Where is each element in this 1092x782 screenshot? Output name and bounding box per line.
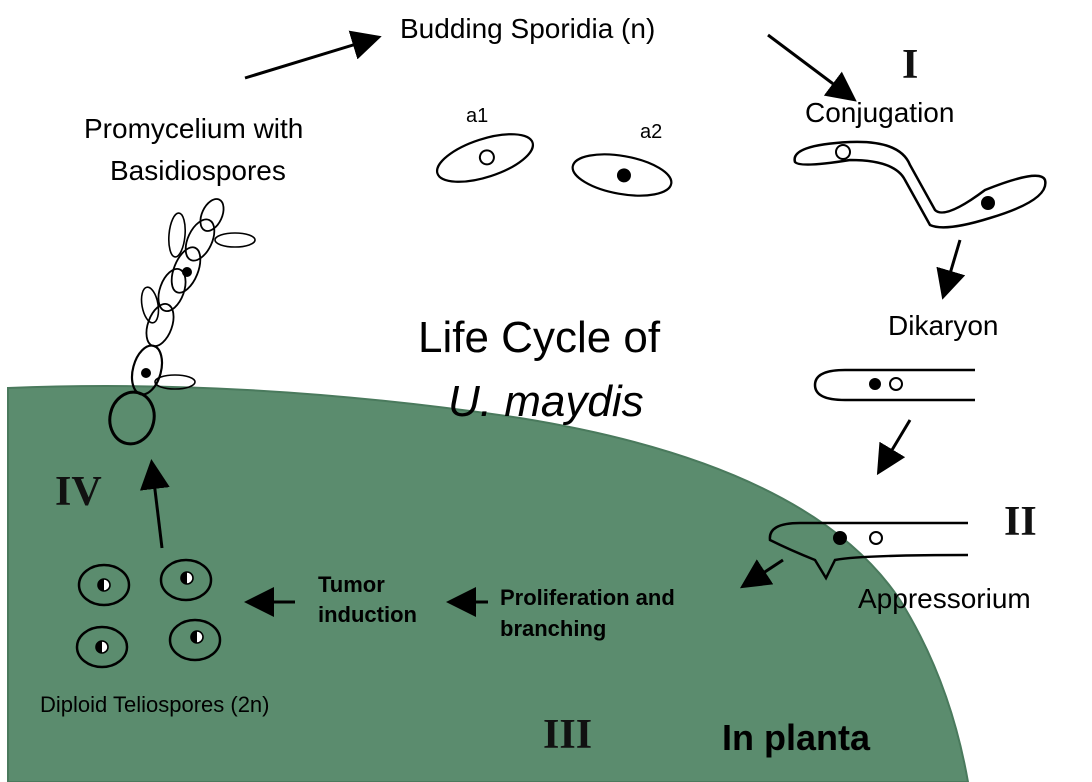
promycelium-label-line1: Promycelium with	[84, 113, 303, 144]
tumor-label-line1: Tumor	[318, 572, 385, 597]
tumor-label-line2: induction	[318, 602, 417, 627]
teliospores-label: Diploid Teliospores (2n)	[40, 692, 270, 717]
proliferation-label-line1: Proliferation and	[500, 585, 675, 610]
proliferation-label-line2: branching	[500, 616, 606, 641]
arrow-to-appressorium	[880, 420, 910, 470]
stage-numeral-ii: II	[1004, 499, 1037, 545]
sporidium-a1	[432, 124, 539, 191]
title-line2: U. maydis	[448, 377, 644, 426]
stage-numeral-i: I	[902, 42, 918, 88]
stage-numeral-iii: III	[543, 712, 592, 758]
arrow-to-conjugation	[768, 35, 852, 98]
in-planta-label: In planta	[722, 717, 871, 758]
title-line1: Life Cycle of	[418, 313, 661, 362]
conjugation-tube	[795, 142, 1046, 227]
mating-type-a2-label: a2	[640, 121, 662, 143]
arrow-to-dikaryon	[944, 240, 960, 294]
dikaryon-label: Dikaryon	[888, 310, 998, 341]
stage-numeral-iv: IV	[55, 469, 102, 515]
sporidium-a2	[569, 148, 674, 203]
appressorium-label: Appressorium	[858, 583, 1031, 614]
promycelium-label-line2: Basidiospores	[110, 155, 286, 186]
conjugation-label: Conjugation	[805, 97, 954, 128]
arrow-to-budding-sporidia	[245, 38, 376, 78]
mating-type-a1-label: a1	[466, 105, 488, 127]
budding-sporidia-label: Budding Sporidia (n)	[400, 13, 655, 44]
dikaryon-hypha	[815, 370, 975, 400]
